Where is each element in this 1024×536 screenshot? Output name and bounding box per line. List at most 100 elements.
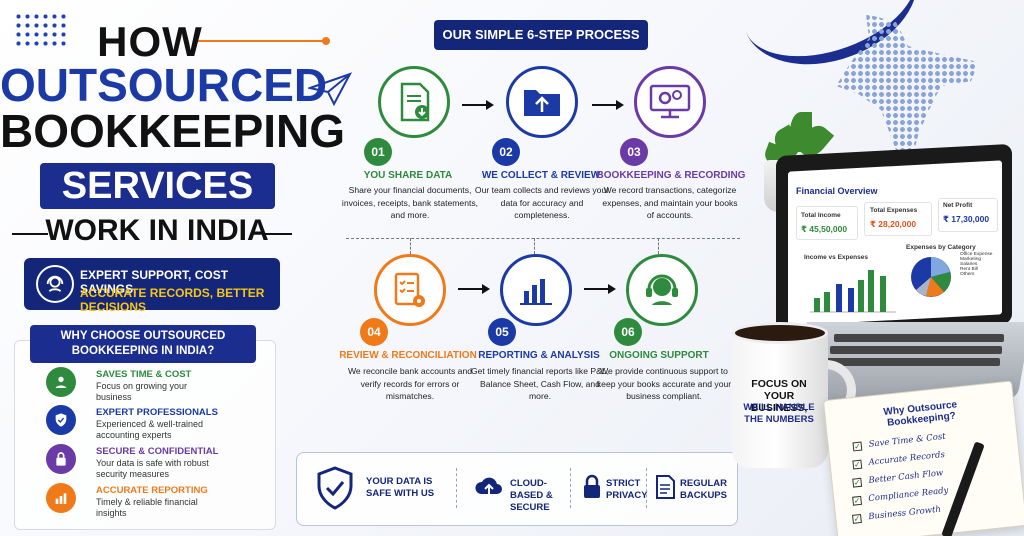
dashed-drop [658,238,659,254]
security-main-text: YOUR DATA IS SAFE WITH US [366,476,435,499]
checklist-gear-icon [394,272,425,307]
why-item-title: SAVES TIME & COST [96,369,192,380]
chart-bar [848,288,854,312]
step-3-desc: We record transactions, categorize expen… [602,185,738,220]
arrow-5-6 [584,284,616,294]
rule-left [12,233,48,235]
chart-bar [880,276,886,312]
notepad-item: Compliance Ready [867,485,949,505]
services-banner [40,163,275,209]
divider [456,468,457,508]
expense-pie-chart [911,257,951,297]
orange-divider [195,40,325,42]
folder-upload-icon [524,90,560,116]
step-6-circle [626,254,698,326]
why-heading-line1: WHY CHOOSE OUTSOURCED [60,330,226,342]
step-3-title: BOOKKEEPING & RECORDING [596,170,746,181]
why-item-title: EXPERT PROFESSIONALS [96,407,218,418]
card-value: ₹ 17,30,000 [943,214,990,224]
headset-icon [646,274,678,305]
document-download-icon [400,82,430,122]
cloud-upload-icon [474,474,504,505]
card-total-income [796,206,858,240]
step-6-title: ONGOING SUPPORT [609,350,709,361]
shield-check-icon [316,466,354,515]
process-heading: OUR SIMPLE 6-STEP PROCESS [434,20,648,50]
lock-icon [582,474,602,505]
dashboard-title: Financial Overview [796,186,878,196]
expert-banner-line2: ACCURATE RECORDS, BETTER DECISIONS [80,286,265,314]
income-expense-chart [810,270,896,313]
support-agent-icon [36,265,74,303]
checkbox-icon: ✓ [852,495,863,506]
monitor-gears-icon [649,84,691,119]
notepad-item: Better Cash Flow [868,468,944,486]
notepad-item: Business Growth [867,504,942,523]
title-line-outsourced: OUTSOURCED [0,59,328,111]
checkbox-icon: ✓ [852,477,863,488]
keyboard-row [830,346,1002,354]
backup-document-icon [654,474,676,505]
card-net-profit [938,198,998,232]
security-backups-text: REGULAR BACKUPS [680,478,727,501]
step-2-number: 02 [492,138,520,166]
arrow-2-3 [592,100,624,110]
why-item-desc: Your data is safe with robust security m… [96,458,209,479]
title-line-work-in-india: WORK IN INDIA [45,214,269,247]
step-6-desc: We provide continuous support to keep yo… [596,366,732,401]
step-2-desc: Our team collects and reviews your data … [474,185,610,220]
title-line-how: HOW [97,18,203,65]
chart-bar [824,292,830,312]
chart-bar [868,270,874,312]
chart-bar [858,280,864,312]
legend-item: Marketing [960,257,982,262]
why-item-desc: Timely & reliable financial insights [96,497,198,518]
checkbox-icon: ✓ [852,513,862,524]
divider [570,468,571,508]
dashed-connector [346,238,740,239]
step-3-number: 03 [620,138,648,166]
step-4-number: 04 [360,318,388,346]
why-item-desc: Focus on growing your business [96,381,188,402]
step-4-desc: We reconcile bank accounts and verify re… [347,366,473,401]
why-item-title: SECURE & CONFIDENTIAL [96,446,219,457]
mug-text-line1: FOCUS ON YOUR BUSINESS, [750,378,808,414]
step-6-number: 06 [614,318,642,346]
step-3-circle [634,66,706,138]
paper-plane-icon [306,72,353,111]
card-label: Net Profit [943,202,973,209]
card-value: ₹ 28,20,000 [870,219,917,229]
step-2-title: WE COLLECT & REVIEW [481,170,601,181]
card-value: ₹ 45,50,000 [801,224,848,234]
bar-chart-title: Income vs Expenses [804,254,868,261]
arrow-1-2 [462,100,494,110]
bar-chart-icon [46,483,76,513]
pie-chart-title: Expenses by Category [906,244,976,251]
why-item-desc: Experienced & well-trained accounting ex… [96,419,204,440]
step-5-desc: Get timely financial reports like P&L, B… [470,366,610,401]
why-choose-heading: WHY CHOOSE OUTSOURCED BOOKKEEPING IN IND… [30,325,256,363]
step-5-circle [500,254,572,326]
expert-banner-line1: EXPERT SUPPORT, COST SAVINGS, [80,268,229,296]
card-label: Total Income [801,212,841,219]
step-5-title: REPORTING & ANALYSIS [478,350,600,361]
card-label: Total Expenses [870,207,918,214]
notepad-item: Save Time & Cost [868,431,947,450]
notepad-title: Why Outsource Bookkeeping? [882,399,958,429]
bar-chart-icon [520,279,552,305]
person-clock-icon [46,367,76,397]
legend-item: Salaries [960,262,978,267]
security-cloud-text: CLOUD-BASED & SECURE [510,478,553,513]
title-line-bookkeeping: BOOKKEEPING [0,105,346,157]
chart-bar [836,284,842,312]
arrow-4-5 [458,284,490,294]
step-1-number: 01 [364,138,392,166]
orange-dot [322,37,330,45]
mug-text-line2: WE'LL HANDLE THE NUMBERS [743,402,815,425]
security-privacy-text: STRICT PRIVACY [606,478,648,501]
coffee-surface [732,322,828,344]
keyboard-row [834,334,1004,342]
step-1-circle [378,66,450,138]
step-5-number: 05 [488,318,516,346]
dot-grid-decoration [14,12,70,46]
